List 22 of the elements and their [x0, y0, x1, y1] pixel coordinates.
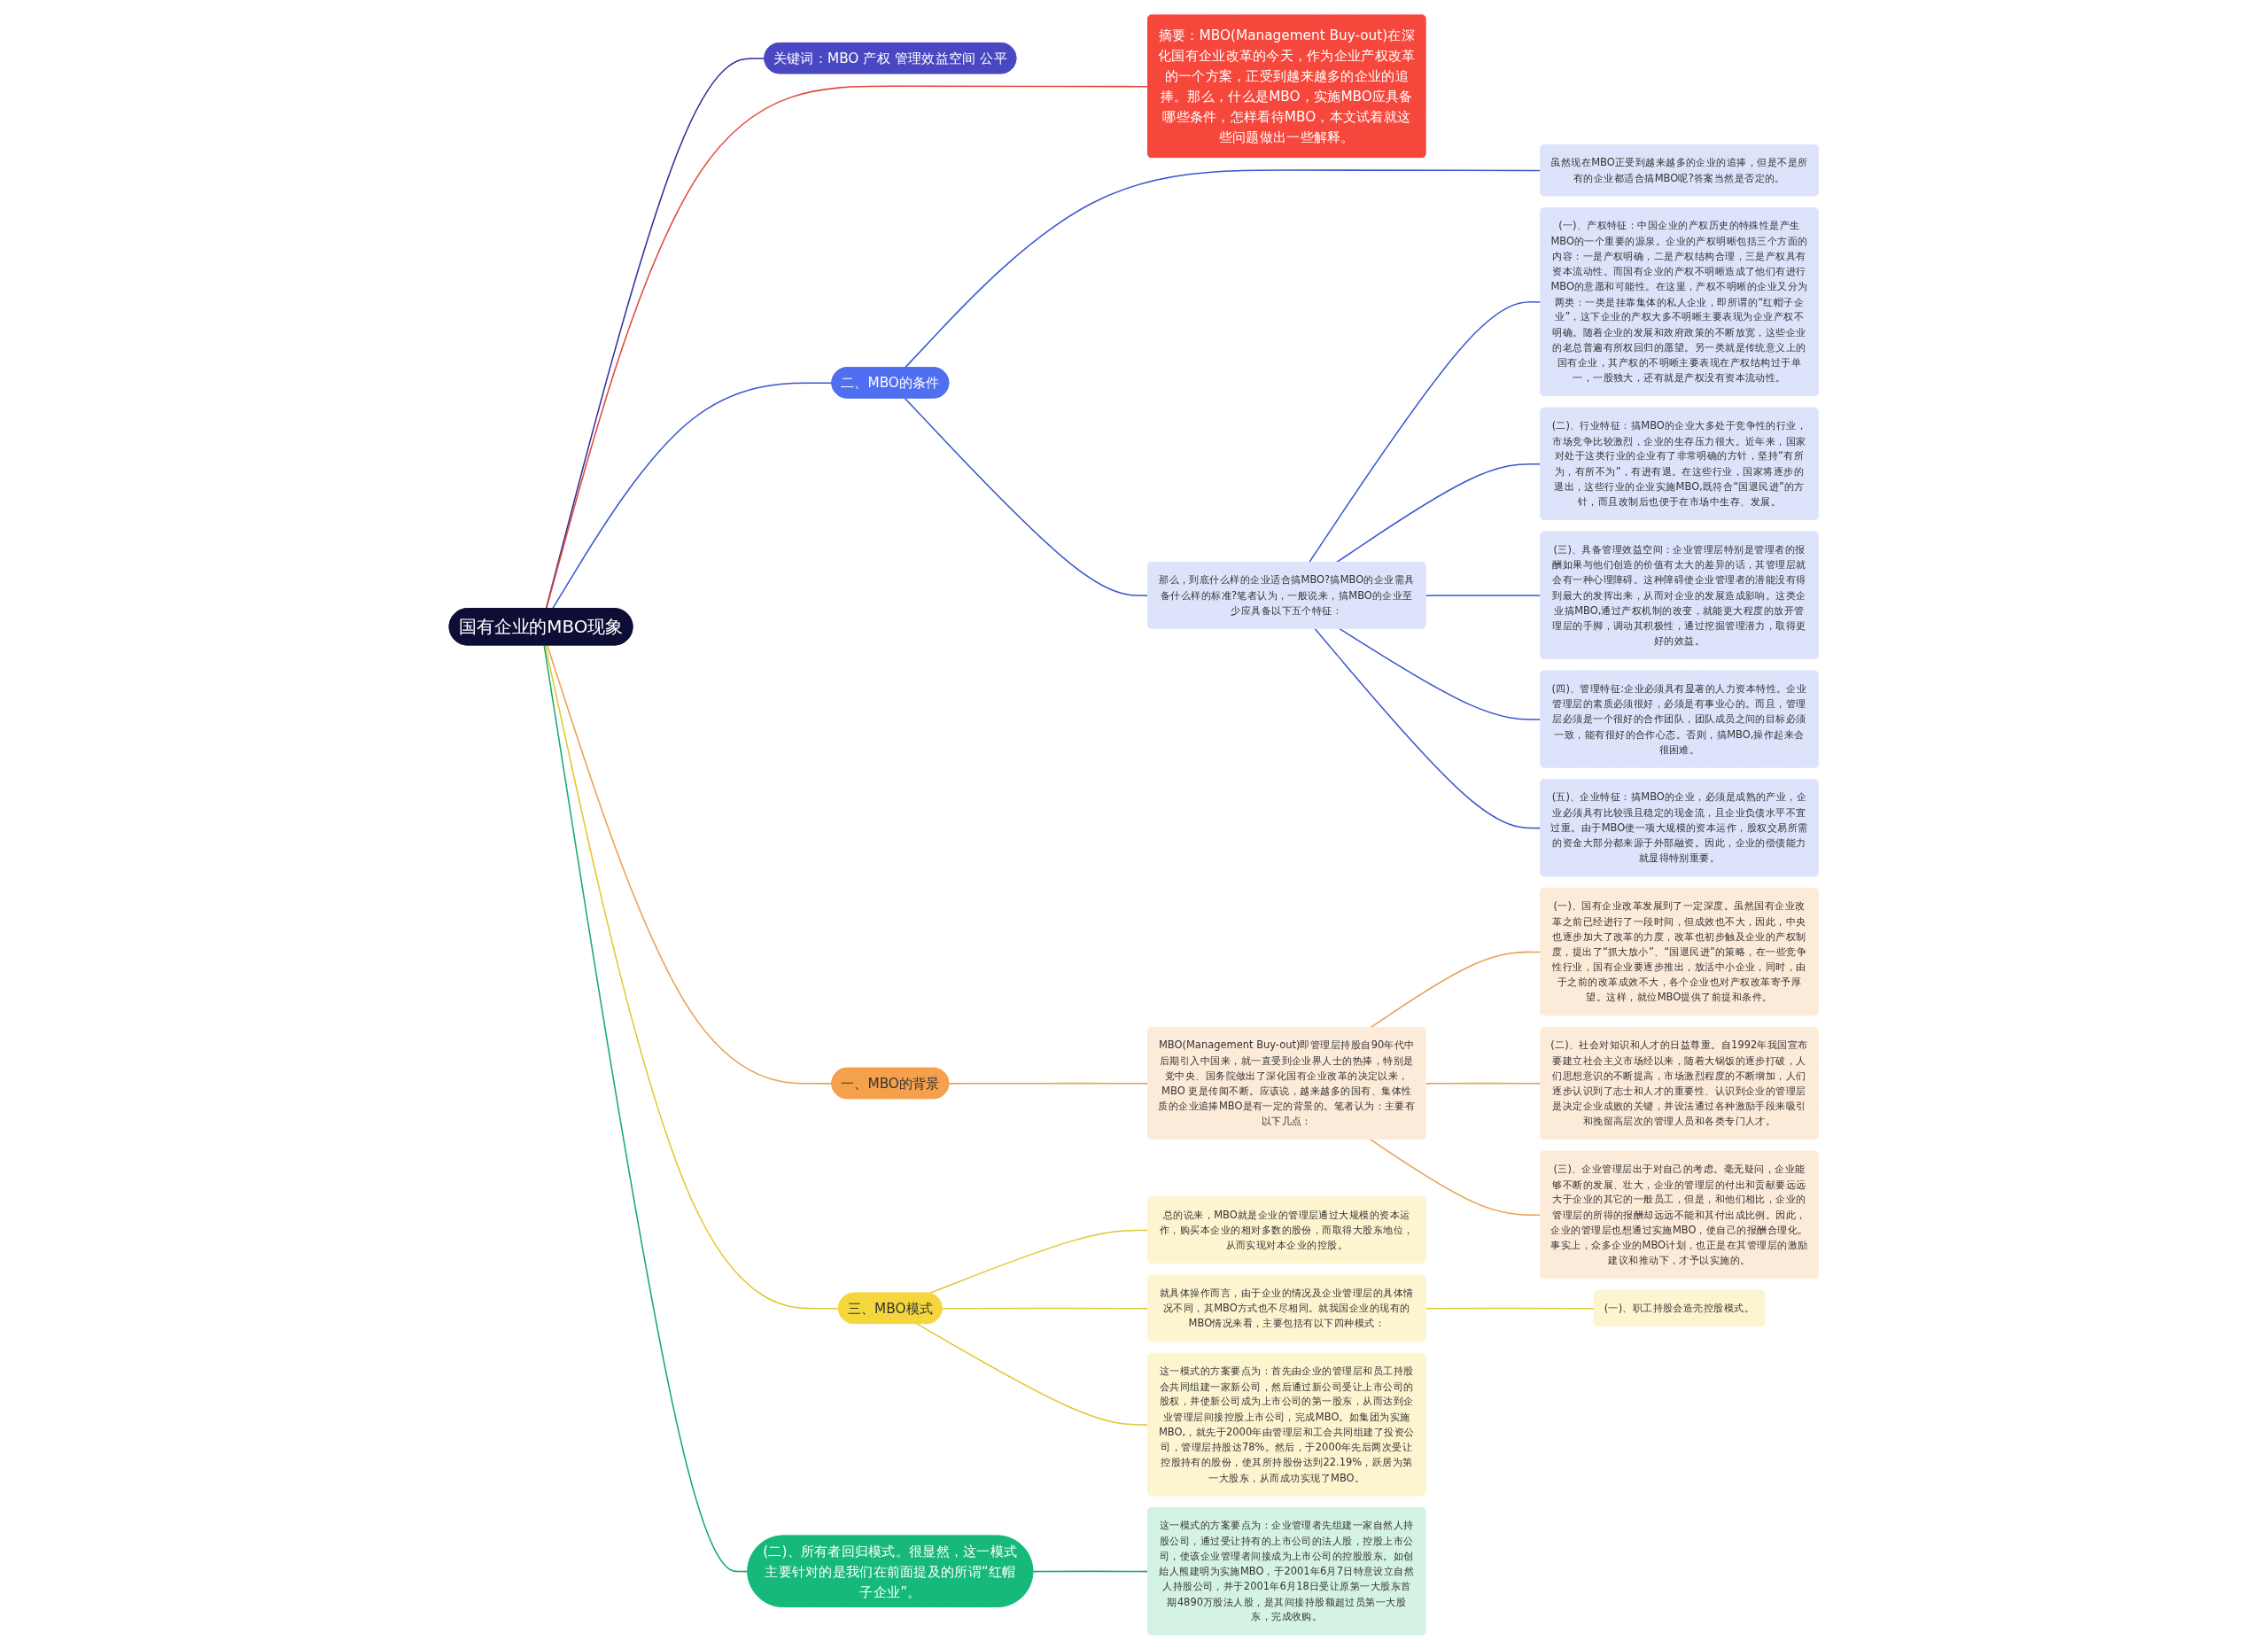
connector — [552, 382, 834, 610]
connector — [905, 397, 1150, 596]
connector — [948, 1082, 1150, 1085]
connector — [547, 644, 834, 1085]
mind-map: 国有企业的MBO现象 关键词：MBO 产权 管理效益空间 公平 摘要：MBO(Management Buy-out)在深化国有企业改革的今天，作为企业产权改革的一个方案，正受到越来越多的企业的追捧。那么，什么是MBO，实施MBO应具备哪些条件，怎样看待MBO，本文试着就这些问题做出一些解释。 二、MBO的条件 虽然现在MBO正受到越来越多的企业的追捧，但是不是所有的企业都适合搞MBO呢?答案当然是否定的。 那么，到底什么样的企业适合搞MBO?搞MBO的企业需具备什么样的标准?笔者认为，一般说来，搞MBO的企业至少应具备以下五个特征： (一)、产权特征：中国企业的产权历史的特殊性是产生MBO的一个重要的源泉。企业的产权明晰包括三个方面的内容：一是产权明确，二是产权结构合理，三是产权具有资本流动性。而国有企业的产权不明晰造成了他们有进行MBO的意愿和可能性。在这里，产权不明晰的企业又分为两类：一类是挂靠集体的私人企业，即所谓的“红帽子企业”，这下企业的产权大多不明晰主要表现为企业产权不明确。随着企业的发展和政府政策的不断放宽，这些企业的老总普遍有所权回归的愿望。另一类就是传统意义上的国有企业，其产权的不明晰主要表现在产权结构过于单一，一股独大，还有就是产权没有资本流动性。 (二)、行业特征：搞MBO的企业大多处于竞争性的行业，市场竞争比较激烈，企业的生存压力很大。近年来，国家对处于这类行业的企业有了非常明确的方针，坚持“有所为，有所不为”，有进有退。在这些行业，国家将逐步的退出，这些行业的企业实施MBO,既符合“国退民进”的方针，而且改制后也便于在市场中生存、发展。 (三)、具备管理效益空间：企业管理层特别是管理者的报酬如果与他们创造的价值有太大的差异的话，其管理层就会有一种心理障碍。这种障碍使企业管理者的潜能没有得到最大的发挥出来，从而对企业的发展造成影响。这类企业搞MBO,通过产权机制的改变，就能更大程度的放开管理层的手脚，调动其积极性，通过挖掘管理潜力，取得更好的效益。 (四)、管理特征:企业必须具有显著的人力资本特性。企业管理层的素质必须很好，必须是有事业心的。而且，管理层必须是一个很好的合作团队，团队成员之间的目标必须一致，能有很好的合作心态。否则，搞MBO,操作起来会很困难。 (五)、企业特征：搞MBO的企业，必须是成熟的产业，企业必须具有比较强且稳定的现金流，且企业负债水平不宜过重。由于MBO使一项大规模的资本运作，股权交易所需的资金大部分都来源于外部融资。因此，企业的偿债能力就显得特别重要。 一、MBO的背景 MBO(Management Buy-out)即管理层持股自90年代中后期引入中国来，就一直受到企业界人士的热捧，特别是党中央、国务院做出了深化国有企业改革的决定以来，MBO 更是传闻不断。应该说，越来越多的国有、集体性质的企业追捧MBO是有一定的背景的。笔者认为：主要有以下几点： (一)、国有企业改革发展到了一定深度。虽然国有企业改革之前已经进行了一段时间，但成效也不大，因此，中央也逐步加大了改革的力度，改革也初步触及企业的产权制度，提出了“抓大放小”、“国退民进”的策略，在一些竞争性行业，国有企业要逐步推出，放活中小企业，同时，由于之前的改革成效不大，各个企业也对产权改革寄予厚望。这样，就位MBO提供了前提和条件。 (二)、社会对知识和人才的日益尊重。自1992年我国宣布要建立社会主义市场经以来，随着大锅饭的逐步打破，人们思想意识的不断提高，市场激烈程度的不断增加，人们逐步认识到了志士和人才的重要性、认识到企业的管理层是决定企业成败的关键，并设法通过各种激励手段来吸引和挽留高层次的管理人员和各类专门人才。 (三)、企业管理层出于对自己的考虑。毫无疑问，企业能够不断的发展、壮大，企业的管理层的付出和贡献要远远大于企业的其它的一般员工，但是，和他们相比，企业的管理层的所得的报酬却远远不能和其付出成比例。因此，企业的管理层也想通过实施MBO，使自己的报酬合理化。事实上，众多企业的MBO计划，也正是在其管理层的激励建议和推动下，才予以实施的。 三、MBO模式 总的说来，MBO就是企业的管理层通过大规模的资本运作，购买本企业的相对多数的股份，而取得大股东地位，从而实现对本企业的控股。 就具体操作而言，由于企业的情况及企业管理层的具体情况不同，其MBO方式也不尽相同。就我国企业的现有的MBO情况来看，主要包括有以下四种模式： (一)、职工持股会造壳控股模式。 这一模式的方案要点为：首先由企业的管理层和员工持股会共同组建一家新公司，然后通过新公司受让上市公司的股权，并使新公司成为上市公司的第一股东，从而达到企业管理层间接控股上市公司，完成MBO。如集团为实施MBO,，就先于2000年由管理层和工会共同组建了投资公司，管理层持股达78%。然后，于2000年先后两次受让控股持有的股份，使其所持股份达到22.19%，跃居为第一大股东，从而成功实现了MBO。 (二)、所有者回归模式。很显然，这一模式主要针对的是我们在前面提及的所谓“红帽子企业”。 这一模式的方案要点为：企业管理者先组建一家自然人持股公司，通过受让持有的上市公司的法人股，控股上市公司，使该企业管理者间接成为上市公司的控股股东。如创始人熊建明为实施MBO，于2001年6月7日特意设立自然人持股公司，并于2001年6月18日受让原第一大股东首期4890万股法人股，是其间接持股额超过员第一大股东，完成收购。 — [444, 9, 1824, 1640]
connector — [1314, 627, 1542, 828]
connector — [1425, 1307, 1596, 1310]
connector — [546, 85, 1150, 610]
connector — [545, 644, 841, 1310]
connector — [905, 168, 1542, 369]
connector — [1309, 300, 1542, 564]
connector — [1335, 463, 1542, 564]
connector — [545, 57, 766, 610]
connector — [916, 1322, 1150, 1426]
connector — [942, 1307, 1150, 1310]
connector — [1425, 594, 1542, 596]
connector — [1370, 1138, 1542, 1216]
connector — [543, 644, 750, 1572]
connector — [1339, 627, 1542, 720]
connector — [928, 1229, 1150, 1294]
connector — [1425, 1082, 1542, 1085]
connector — [1032, 1570, 1150, 1572]
